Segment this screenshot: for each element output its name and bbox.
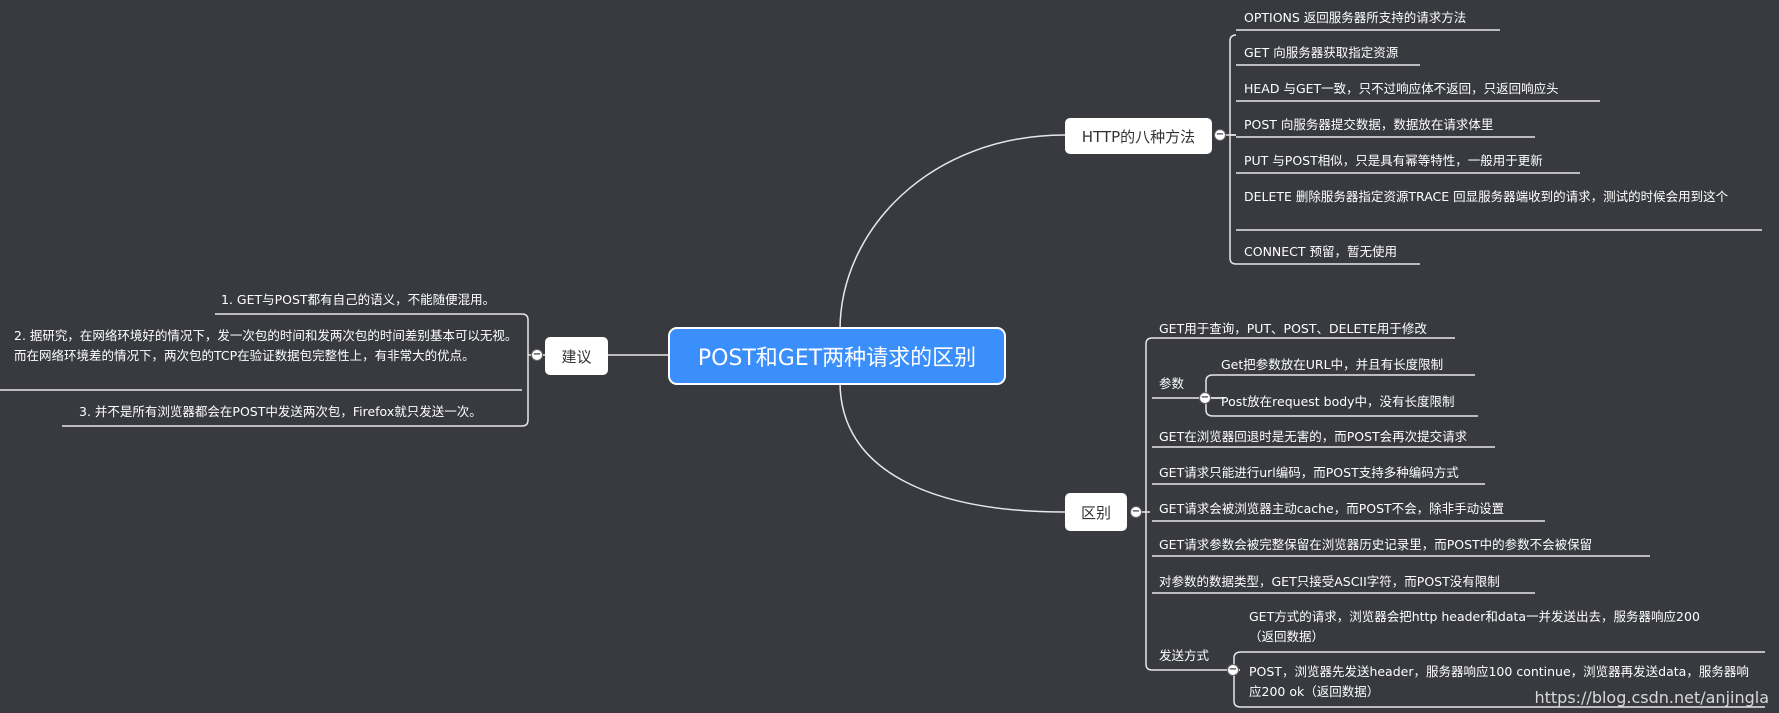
method-item[interactable]: PUT 与POST相似，只是具有幂等特性，一般用于更新 [1244, 153, 1543, 168]
topic-diff-label: 区别 [1080, 503, 1111, 522]
topic-advice[interactable]: 建议 [545, 337, 608, 375]
advice-item[interactable]: 1. GET与POST都有自己的语义，不能随便混用。 [221, 292, 496, 307]
param-item[interactable]: Get把参数放在URL中，并且有长度限制 [1221, 357, 1444, 372]
param-item[interactable]: Post放在request body中，没有长度限制 [1221, 394, 1455, 409]
topic-http-methods[interactable]: HTTP的八种方法 [1065, 118, 1212, 154]
collapse-methods-icon[interactable]: − [1214, 129, 1226, 141]
collapse-diff-icon[interactable]: − [1130, 506, 1142, 518]
method-item[interactable]: POST 向服务器提交数据，数据放在请求体里 [1244, 117, 1494, 132]
method-item[interactable]: GET 向服务器获取指定资源 [1244, 45, 1399, 60]
diff-item[interactable]: GET请求只能进行url编码，而POST支持多种编码方式 [1159, 465, 1459, 480]
diff-item-params[interactable]: 参数 [1159, 376, 1185, 391]
diff-item[interactable]: GET用于查询，PUT、POST、DELETE用于修改 [1159, 321, 1427, 336]
send-item[interactable]: POST，浏览器先发送header，服务器响应100 continue，浏览器再… [1249, 664, 1749, 699]
method-item[interactable]: OPTIONS 返回服务器所支持的请求方法 [1244, 10, 1467, 25]
advice-item[interactable]: 2. 据研究，在网络环境好的情况下，发一次包的时间和发两次包的时间差别基本可以无… [14, 328, 518, 363]
advice-item[interactable]: 3. 并不是所有浏览器都会在POST中发送两次包，Firefox就只发送一次。 [79, 404, 482, 419]
diff-item[interactable]: 对参数的数据类型，GET只接受ASCII字符，而POST没有限制 [1159, 574, 1500, 589]
collapse-advice-icon[interactable]: − [531, 349, 543, 361]
diff-item[interactable]: GET请求参数会被完整保留在浏览器历史记录里，而POST中的参数不会被保留 [1159, 537, 1593, 552]
topic-advice-label: 建议 [561, 347, 592, 366]
diff-item[interactable]: GET在浏览器回退时是无害的，而POST会再次提交请求 [1159, 429, 1468, 444]
root-topic[interactable]: POST和GET两种请求的区别 [668, 327, 1006, 385]
diff-item-send[interactable]: 发送方式 [1159, 648, 1210, 663]
send-item[interactable]: GET方式的请求，浏览器会把http header和data一并发送出去，服务器… [1249, 609, 1700, 644]
connector-methods [839, 134, 1066, 331]
collapse-send-icon[interactable]: − [1227, 664, 1239, 676]
watermark: https://blog.csdn.net/anjingla [1534, 688, 1769, 707]
method-item[interactable]: HEAD 与GET一致，只不过响应体不返回，只返回响应头 [1244, 81, 1559, 96]
method-item[interactable]: DELETE 删除服务器指定资源TRACE 回显服务器端收到的请求，测试的时候会… [1244, 189, 1729, 204]
connector-diff [839, 381, 1066, 513]
topic-http-methods-label: HTTP的八种方法 [1081, 127, 1196, 146]
method-item[interactable]: CONNECT 预留，暂无使用 [1244, 244, 1398, 259]
topic-diff[interactable]: 区别 [1065, 493, 1127, 531]
collapse-params-icon[interactable]: − [1199, 392, 1211, 404]
root-topic-label: POST和GET两种请求的区别 [697, 346, 977, 371]
diff-item[interactable]: GET请求会被浏览器主动cache，而POST不会，除非手动设置 [1159, 501, 1505, 516]
